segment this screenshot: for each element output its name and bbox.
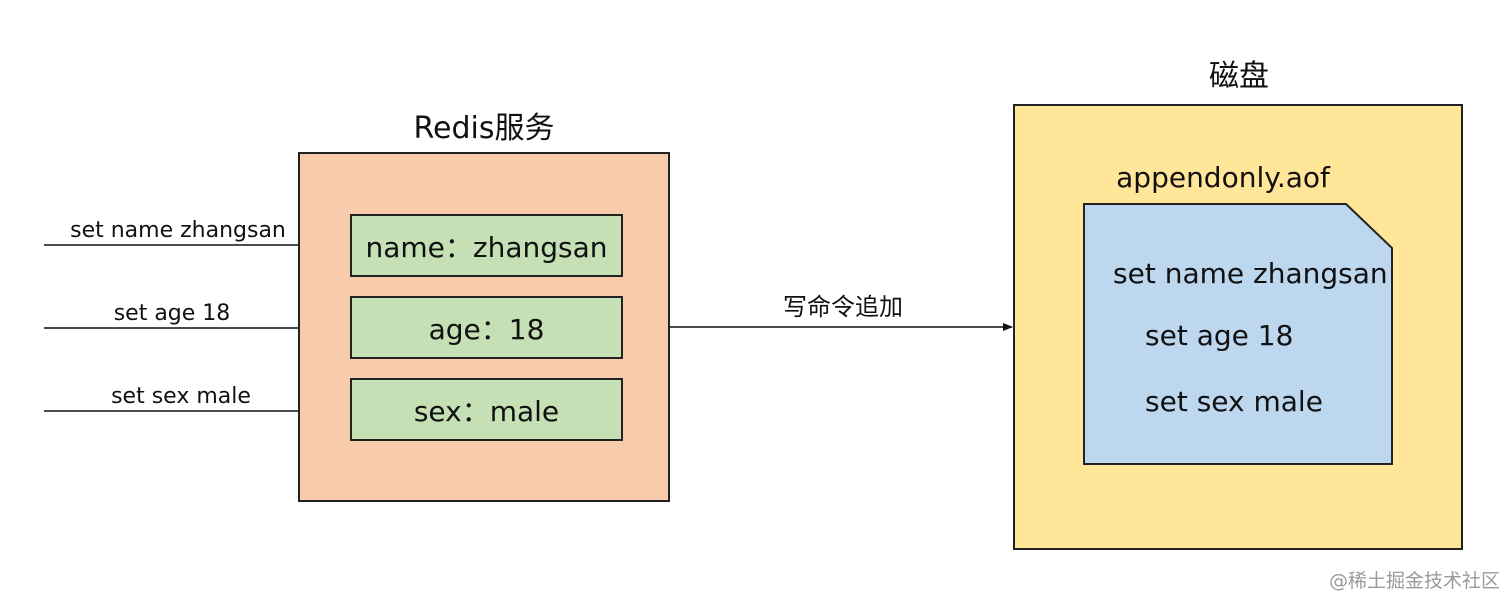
append-arrow-label: 写命令追加 xyxy=(783,293,903,321)
redis-entry-age: age：18 xyxy=(350,296,623,359)
redis-entry-sex: sex：male xyxy=(350,378,623,441)
aof-file-document xyxy=(1083,203,1393,465)
aof-file-name: appendonly.aof xyxy=(1116,161,1330,194)
watermark: @稀土掘金技术社区 xyxy=(1329,570,1501,592)
command-label-3: set sex male xyxy=(111,384,251,409)
aof-line-3: set sex male xyxy=(1145,385,1323,418)
command-label-1: set name zhangsan xyxy=(70,218,286,243)
aof-line-1: set name zhangsan xyxy=(1113,257,1388,290)
command-label-2: set age 18 xyxy=(113,301,231,326)
disk-title: 磁盘 xyxy=(1209,59,1269,94)
redis-entry-name: name：zhangsan xyxy=(350,214,623,277)
redis-service-title: Redis服务 xyxy=(413,111,555,146)
aof-line-2: set age 18 xyxy=(1145,319,1294,352)
